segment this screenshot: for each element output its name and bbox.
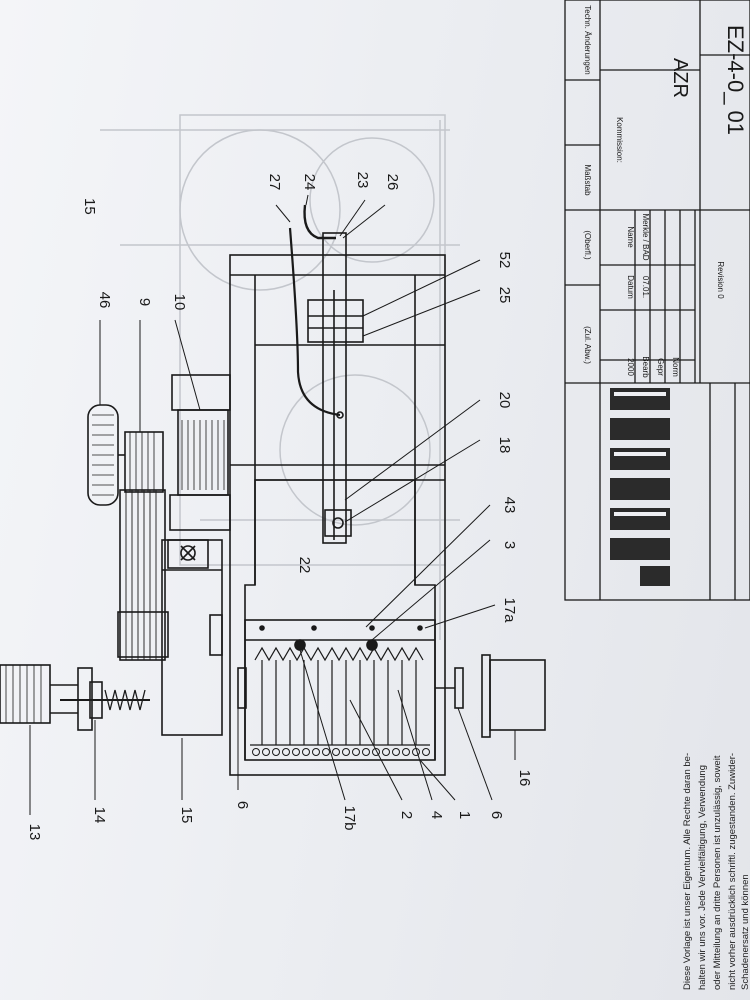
knife-teeth bbox=[250, 646, 430, 746]
coupling-18 bbox=[324, 509, 352, 537]
part-label: 16 bbox=[516, 770, 533, 787]
spindle-guide-52 bbox=[307, 299, 364, 343]
name-label: Name bbox=[626, 226, 635, 248]
copyright-line: Schadenersatz und können bbox=[740, 874, 750, 990]
bearb-date: 07.01. bbox=[641, 276, 650, 298]
cutting-chamber bbox=[244, 479, 436, 760]
kommission-label: Kommission: bbox=[615, 117, 624, 163]
copyright-line: Diese Vorlage ist unser Eigentum. Alle R… bbox=[682, 753, 693, 990]
datum-label: Datum bbox=[626, 275, 635, 299]
part-label: 1 bbox=[456, 811, 473, 819]
part-label: 3 bbox=[501, 541, 518, 549]
part-label: 52 bbox=[496, 252, 513, 269]
bearb-name: Merkle / BAD bbox=[641, 213, 650, 260]
knob-13 bbox=[0, 664, 51, 724]
part-label: 27 bbox=[266, 174, 283, 191]
spindle bbox=[322, 232, 347, 544]
knife-block bbox=[244, 619, 436, 761]
part-label: 4 bbox=[428, 811, 445, 819]
copyright-line: oder Mitteilung an dritte Personen ist u… bbox=[712, 755, 723, 990]
year-cell: 2000 bbox=[626, 358, 635, 376]
part-label: 9 bbox=[136, 298, 153, 306]
motor-10 bbox=[177, 409, 229, 496]
part-label: 14 bbox=[91, 807, 108, 824]
machine-drawing bbox=[0, 194, 546, 815]
part-label: 2 bbox=[398, 811, 415, 819]
bearing-6-right bbox=[454, 667, 464, 709]
ghost-drawing: 15 bbox=[81, 114, 460, 640]
part-label: 17b bbox=[341, 805, 358, 830]
massstab-label: Maßstab bbox=[583, 164, 592, 196]
part-label: 23 bbox=[354, 172, 371, 189]
svg-text:15: 15 bbox=[81, 198, 98, 215]
bushing-16 bbox=[489, 659, 546, 731]
bearb-label: Bearb bbox=[641, 356, 650, 378]
zul-abw-label: (Zul. Abw.) bbox=[583, 326, 592, 364]
part-label: 24 bbox=[301, 174, 318, 191]
copyright-line: halten wir uns vor. Jede Vervielfältigun… bbox=[697, 765, 708, 990]
company-logo bbox=[610, 388, 670, 586]
drive-belt bbox=[119, 489, 166, 661]
part-label: 26 bbox=[384, 174, 401, 191]
part-label: 17a bbox=[501, 597, 518, 623]
code-azr: AZR bbox=[669, 58, 691, 98]
spring-14 bbox=[104, 689, 146, 711]
revision-label: Revision 0 bbox=[716, 261, 725, 299]
part-label: 25 bbox=[496, 287, 513, 304]
pulley-9 bbox=[124, 431, 164, 493]
bearing-6-left bbox=[237, 667, 247, 709]
part-label: 6 bbox=[488, 811, 505, 819]
part-label: 46 bbox=[96, 292, 113, 309]
part-label: 15 bbox=[178, 807, 195, 824]
copyright-line: nicht vorher ausdrücklich schriftl. zuge… bbox=[727, 753, 738, 990]
copyright-note: Diese Vorlage ist unser Eigentum. Alle R… bbox=[682, 753, 750, 990]
techn-aenderungen-label: Techn. Änderungen bbox=[583, 5, 592, 74]
part-label: 20 bbox=[496, 392, 513, 409]
title-block bbox=[564, 0, 750, 601]
part-label: 13 bbox=[26, 824, 43, 841]
bottom-bead-row bbox=[252, 748, 430, 756]
drawing-number: EZ-4-0_ 01 bbox=[723, 25, 748, 135]
part-label: 18 bbox=[496, 437, 513, 454]
norm-label: Norm bbox=[671, 357, 680, 377]
part-label: 10 bbox=[171, 294, 188, 311]
part-label: 6 bbox=[234, 801, 251, 809]
title-block-texts: (Zul. Abw.) (Oberfl.) Maßstab Techn. Änderu… bbox=[583, 5, 748, 378]
gepr-label: Gepr bbox=[656, 358, 665, 376]
hose-27 bbox=[288, 227, 341, 417]
oberfl-label: (Oberfl.) bbox=[583, 230, 592, 260]
part-label: 22 bbox=[296, 557, 313, 574]
part-label: 43 bbox=[501, 497, 518, 514]
